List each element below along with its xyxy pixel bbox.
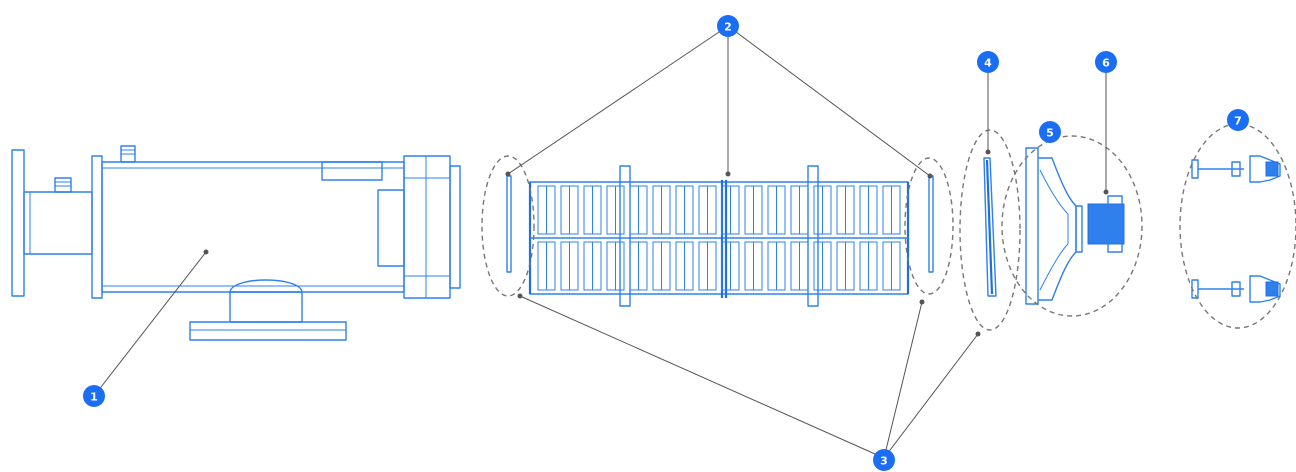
support-saddle <box>229 279 303 293</box>
inlet-flange <box>11 149 25 297</box>
callout-badge-1: 1 <box>83 385 105 407</box>
callout-badge-6: 6 <box>1095 51 1117 73</box>
bolt-lower <box>1191 275 1281 303</box>
drive-hub-flange <box>1107 195 1123 253</box>
end-cap <box>403 155 451 299</box>
callout-circle <box>1039 121 1061 143</box>
callout-label: 1 <box>90 391 98 404</box>
seal-ring-left <box>506 175 512 273</box>
callout-circle <box>873 449 895 471</box>
support-ring-right <box>807 165 819 307</box>
bolt-set <box>1191 155 1281 303</box>
housing-assembly <box>11 145 461 341</box>
bolt-upper <box>1191 155 1281 183</box>
callout-badge-2: 2 <box>717 15 739 37</box>
callout-badge-3: 3 <box>873 449 895 471</box>
housing-body <box>101 161 405 293</box>
callout-label: 3 <box>880 455 888 468</box>
callout-circle <box>83 385 105 407</box>
end-cover-dome <box>1038 157 1077 301</box>
leader-lines <box>93 25 1109 459</box>
callout-label: 5 <box>1046 127 1054 140</box>
callout-circle <box>1227 109 1249 131</box>
group-ring-seal-left <box>481 155 535 297</box>
support-ring-left <box>619 165 631 307</box>
group-ring-seal-right <box>904 157 954 295</box>
end-cover <box>1025 147 1083 305</box>
end-cover-plate <box>1025 147 1039 305</box>
support-neck <box>229 291 303 323</box>
end-cap-rim <box>449 165 461 289</box>
callout-circle <box>717 15 739 37</box>
inlet-port-fitting <box>54 177 72 193</box>
drive-hub-body <box>1087 203 1125 245</box>
drive-hub <box>1087 195 1125 253</box>
inlet-pipe <box>23 191 93 255</box>
callout-label: 4 <box>984 57 992 70</box>
top-recess <box>321 161 383 181</box>
callout-label: 2 <box>724 21 732 34</box>
support-base-plate <box>189 321 347 341</box>
callout-badge-4: 4 <box>977 51 999 73</box>
end-cap-inner <box>377 189 405 267</box>
gasket-plate <box>983 157 997 297</box>
callout-label: 6 <box>1102 57 1110 70</box>
seal-ring-right <box>928 175 934 273</box>
callout-circle <box>977 51 999 73</box>
filter-element-assembly <box>528 165 910 307</box>
seal-rings <box>506 175 934 273</box>
callout-circle <box>1095 51 1117 73</box>
group-ring-end-cover <box>1001 135 1143 317</box>
callout-label: 7 <box>1234 115 1242 128</box>
callout-badge-5: 5 <box>1039 121 1061 143</box>
callout-badge-7: 7 <box>1227 109 1249 131</box>
group-ring-gasket <box>959 129 1021 331</box>
group-ring-bolts <box>1179 123 1296 329</box>
body-flange-left <box>91 155 103 299</box>
